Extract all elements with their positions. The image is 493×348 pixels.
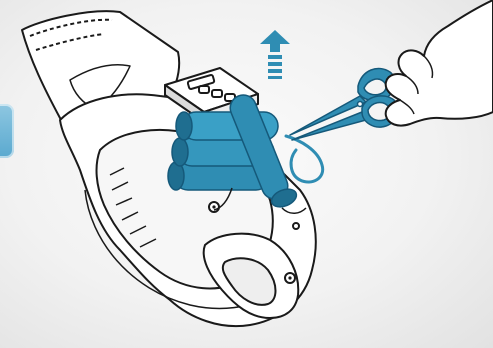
battery-pack: [167, 94, 307, 214]
scissors-icon: [289, 67, 399, 141]
connector-wire: [284, 134, 325, 184]
hand: [384, 0, 493, 127]
side-tab[interactable]: [0, 104, 14, 158]
up-arrow-icon: [260, 30, 290, 79]
vacuum-body: [21, 10, 317, 328]
